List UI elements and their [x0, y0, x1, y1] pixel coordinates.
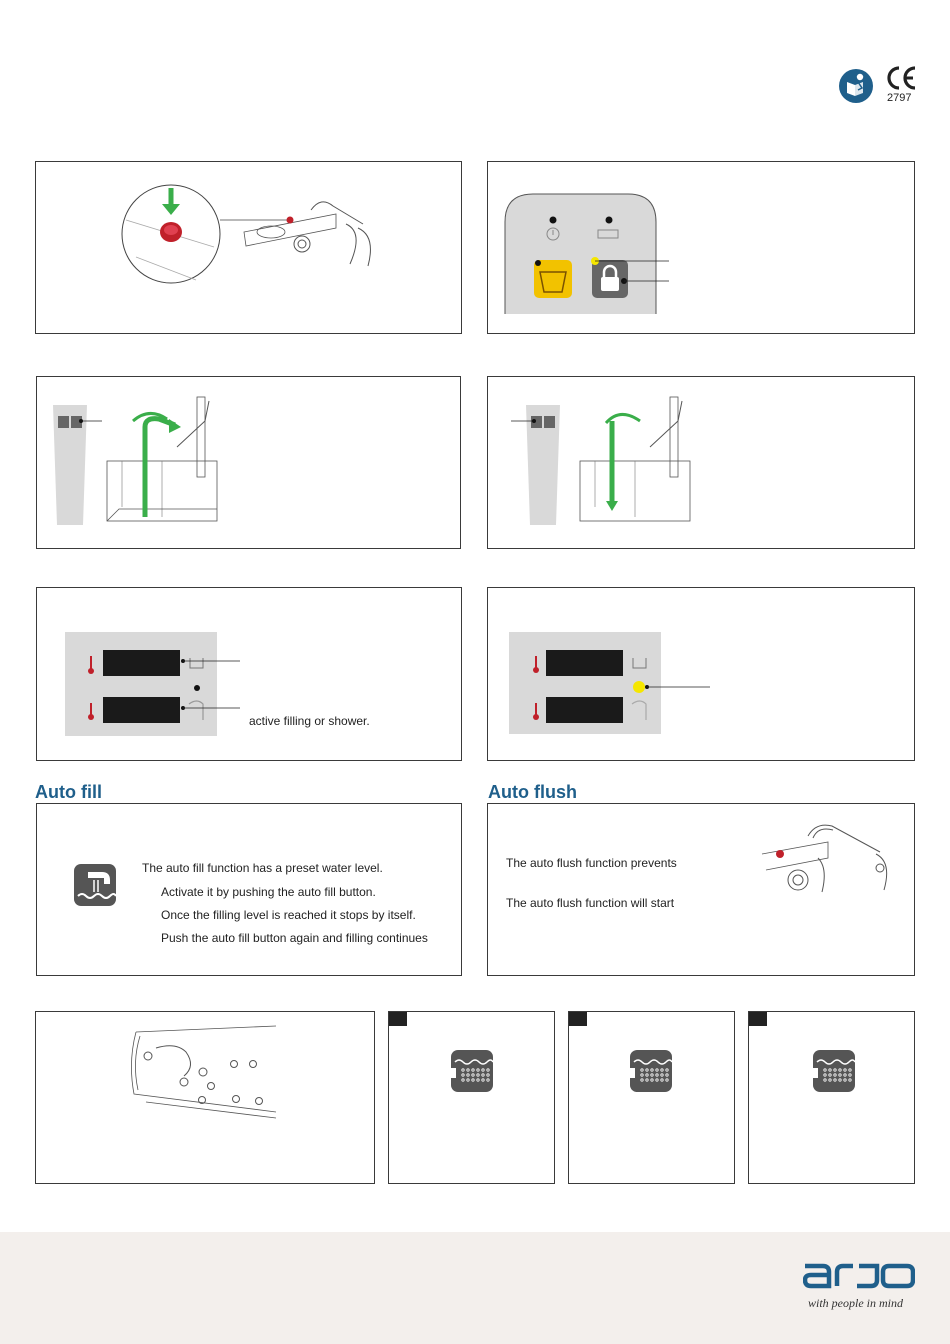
- display-illustration: [88, 650, 240, 723]
- auto-fill-line-4: Push the auto fill button again and fill…: [161, 931, 428, 945]
- panel-step-1: [388, 1011, 555, 1184]
- step-marker: [389, 1012, 407, 1026]
- auto-fill-title: Auto fill: [35, 782, 102, 802]
- step-marker: [749, 1012, 767, 1026]
- drain-illustration: [131, 1025, 277, 1119]
- water-level-icon: [813, 1050, 856, 1097]
- arjo-logo: [802, 1258, 916, 1290]
- water-level-icon: [630, 1050, 673, 1097]
- panel-emergency-stop: [35, 161, 462, 334]
- panel-display-left: active filling or shower.: [36, 587, 462, 761]
- panel-step-2: [568, 1011, 735, 1184]
- panel-drain: [35, 1011, 375, 1184]
- auto-flush-title: Auto flush: [488, 782, 577, 802]
- footer: with people in mind: [0, 1232, 950, 1344]
- panel-display-right: [487, 587, 915, 761]
- read-instructions-icon: [838, 68, 874, 104]
- lift-up-illustration: [53, 396, 218, 525]
- panel-control-buttons: [487, 161, 915, 334]
- emergency-stop-illustration: [121, 184, 371, 284]
- panel-step-3: [748, 1011, 915, 1184]
- auto-flush-line-2: The auto flush function will start: [506, 896, 675, 910]
- step-marker: [569, 1012, 587, 1026]
- lift-down-illustration: [511, 396, 691, 525]
- auto-flush-illustration: [761, 824, 888, 893]
- panel-auto-fill: The auto fill function has a preset wate…: [36, 803, 462, 976]
- auto-fill-line-1: The auto fill function has a preset wate…: [142, 861, 383, 875]
- panel-lift-down: [487, 376, 915, 549]
- ce-mark: [884, 64, 924, 92]
- display-note: active filling or shower.: [249, 714, 370, 728]
- control-panel-illustration: [504, 193, 669, 314]
- auto-flush-line-1: The auto flush function prevents: [506, 856, 677, 870]
- brand-tagline: with people in mind: [808, 1296, 903, 1310]
- panel-lift-up: [36, 376, 461, 549]
- auto-fill-line-3: Once the filling level is reached it sto…: [161, 908, 416, 922]
- water-level-icon: [451, 1050, 494, 1097]
- panel-auto-flush: The auto flush function prevents The aut…: [487, 803, 915, 976]
- auto-fill-line-2: Activate it by pushing the auto fill but…: [161, 885, 376, 899]
- display-indicator-illustration: [533, 650, 710, 723]
- ce-number: 2797: [887, 92, 912, 104]
- auto-fill-icon: [74, 864, 117, 906]
